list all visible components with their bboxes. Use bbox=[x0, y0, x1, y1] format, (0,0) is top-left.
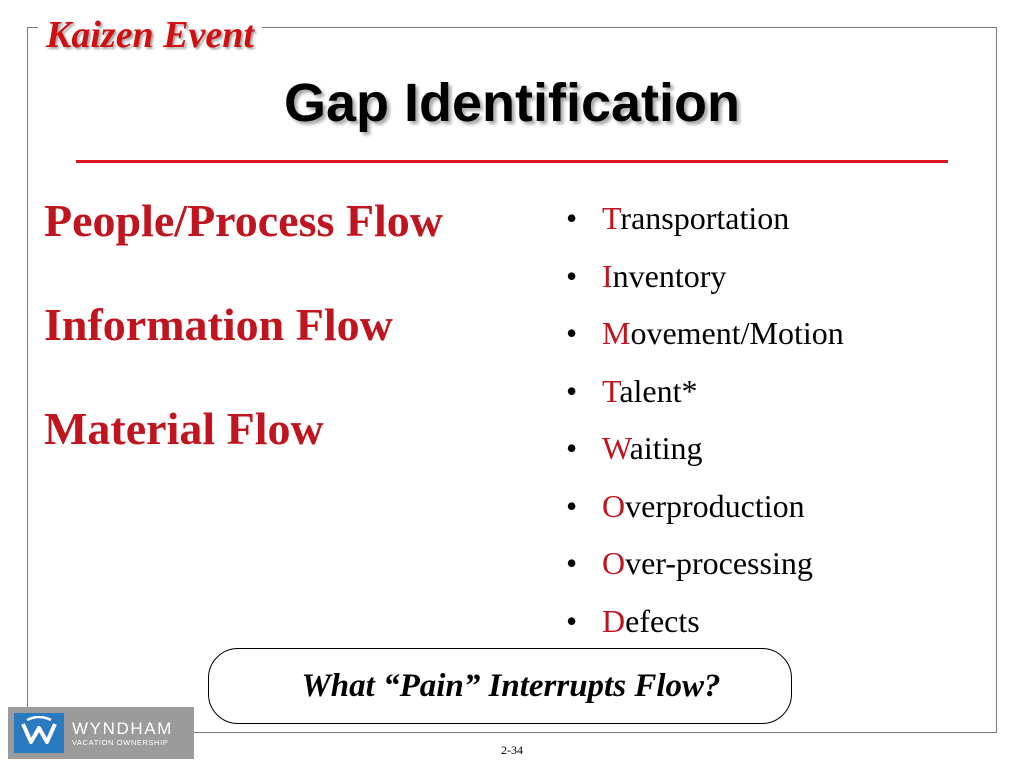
page-title: Gap Identification bbox=[283, 73, 741, 133]
waste-initial: T bbox=[602, 372, 620, 409]
logo-text: WYNDHAM VACATION OWNERSHIP bbox=[72, 719, 173, 748]
waste-item: • Over-processing bbox=[566, 535, 844, 593]
waste-item: • Talent* bbox=[566, 363, 844, 421]
waste-initial: I bbox=[602, 257, 613, 294]
waste-initial: M bbox=[602, 315, 631, 351]
logo-subtitle: VACATION OWNERSHIP bbox=[72, 737, 169, 747]
waste-rest: efects bbox=[625, 602, 700, 639]
waste-item: • Defects bbox=[566, 593, 844, 651]
waste-rest: ransportation bbox=[620, 200, 790, 236]
waste-initial: D bbox=[602, 602, 626, 639]
waste-item: • Overproduction bbox=[566, 478, 844, 536]
logo-name: WYNDHAM bbox=[72, 718, 173, 738]
page-number: 2-34 bbox=[501, 743, 523, 757]
waste-rest: ver-processing bbox=[625, 545, 813, 581]
waste-list: • Transportation • Inventory • Movement/Mot… bbox=[566, 190, 844, 650]
bullet-icon: • bbox=[566, 257, 578, 294]
waste-rest: verproduction bbox=[625, 487, 805, 524]
waste-item: • Movement/Motion bbox=[566, 305, 844, 363]
bullet-icon: • bbox=[566, 430, 578, 466]
bullet-icon: • bbox=[566, 372, 578, 409]
waste-item: • Waiting bbox=[566, 420, 844, 478]
flow-item: Information Flow bbox=[44, 299, 393, 350]
slide-frame bbox=[27, 27, 997, 733]
bullet-icon: • bbox=[566, 602, 578, 639]
waste-rest: alent* bbox=[619, 372, 698, 409]
waste-rest: ovement/Motion bbox=[630, 315, 844, 351]
flow-item: People/Process Flow bbox=[44, 195, 443, 246]
waste-initial: T bbox=[602, 200, 621, 236]
wyndham-logo: WYNDHAM VACATION OWNERSHIP bbox=[8, 707, 194, 759]
waste-item: • Inventory bbox=[566, 248, 844, 306]
waste-initial: O bbox=[602, 545, 626, 581]
flow-list: People/Process Flow Information Flow Mat… bbox=[44, 195, 443, 507]
bullet-icon: • bbox=[566, 487, 578, 524]
waste-item: • Transportation bbox=[566, 190, 844, 248]
waste-initial: O bbox=[602, 487, 626, 524]
wyndham-wave-icon bbox=[14, 713, 64, 753]
bullet-icon: • bbox=[566, 545, 578, 581]
callout-text: What “Pain” Interrupts Flow? bbox=[301, 668, 721, 704]
waste-initial: W bbox=[602, 430, 630, 466]
waste-rest: nventory bbox=[612, 257, 727, 294]
event-label: Kaizen Event bbox=[38, 12, 262, 58]
flow-item: Material Flow bbox=[44, 403, 324, 454]
title-divider bbox=[76, 160, 948, 163]
bullet-icon: • bbox=[566, 200, 578, 236]
waste-rest: aiting bbox=[629, 430, 703, 466]
callout-box: What “Pain” Interrupts Flow? bbox=[208, 648, 792, 724]
bullet-icon: • bbox=[566, 315, 578, 351]
